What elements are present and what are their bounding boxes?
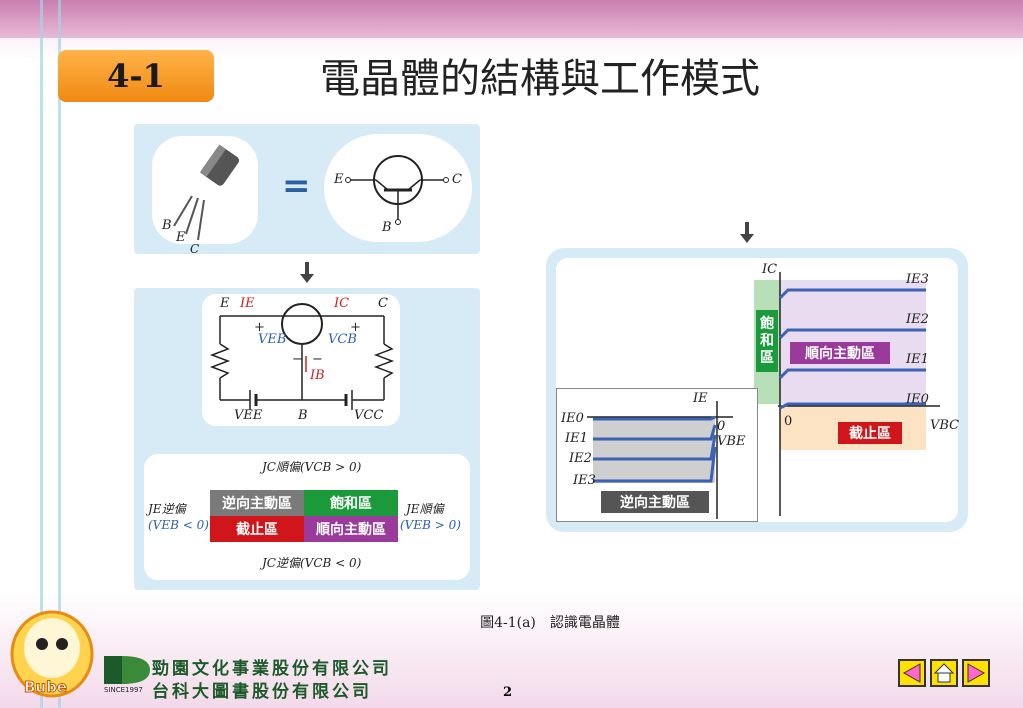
ic-axis-label: IC <box>762 262 778 277</box>
decor-line <box>40 0 43 708</box>
emitter-label: E <box>334 172 344 187</box>
zone-reverse-active: 逆向主動區 <box>210 490 304 516</box>
collector-label: C <box>452 172 462 187</box>
inset-region <box>593 417 715 483</box>
ic-label: IC <box>334 296 350 311</box>
je-reverse-label: JE逆偏 <box>148 502 186 516</box>
curve-ie3-label: IE3 <box>906 272 929 287</box>
vcc-label: VCC <box>354 408 384 423</box>
equals-sign: = <box>282 166 311 206</box>
top-bar <box>0 0 1023 38</box>
company-logo-icon <box>104 656 150 684</box>
characteristic-curves <box>778 272 940 516</box>
circuit-panel: E IE IC C VEB VCB + + − − IB VEE B VCC J… <box>134 288 480 590</box>
package-card: B E C <box>152 136 258 256</box>
mascot-label: Bube <box>23 678 68 697</box>
curve-ie1-label: IE1 <box>906 352 929 367</box>
prev-button[interactable] <box>898 659 926 687</box>
veb-label: VEB <box>258 332 287 347</box>
chart-panel: IC VBC 0 IE3 IE2 IE1 IE0 飽 和 區 順向主動區 截止區… <box>546 248 968 532</box>
circuit-e-label: E <box>220 296 230 311</box>
circuit-c-label: C <box>378 296 388 311</box>
base-label: B <box>382 220 392 235</box>
inset-ie0-label: IE0 <box>561 411 584 426</box>
ie-axis-label: IE <box>693 391 708 406</box>
plus-sign: + <box>350 320 361 335</box>
veb-pos-label: (VEB > 0) <box>400 518 461 532</box>
decor-line <box>58 0 61 708</box>
home-icon <box>933 663 955 683</box>
curve-ie2-label: IE2 <box>906 312 929 327</box>
chart-card: IC VBC 0 IE3 IE2 IE1 IE0 飽 和 區 順向主動區 截止區… <box>556 258 960 522</box>
page-title: 電晶體的結構與工作模式 <box>320 56 760 102</box>
minus-sign: − <box>312 352 323 367</box>
pnp-symbol-icon <box>345 155 449 225</box>
mascot: Bube <box>6 602 98 702</box>
jc-forward-label: JC順偏(VCB > 0) <box>262 460 362 474</box>
prev-arrow-icon <box>902 663 921 683</box>
circuit-card: E IE IC C VEB VCB + + − − IB VEE B VCC <box>202 294 400 426</box>
page-number: 2 <box>503 685 513 700</box>
je-forward-label: JE順偏 <box>406 502 444 516</box>
down-arrow-icon <box>740 222 754 243</box>
figure-caption: 圖4-1(a) 認識電晶體 <box>480 615 620 631</box>
bias-circuit-diagram <box>209 303 395 410</box>
section-badge: 4-1 <box>58 50 214 102</box>
inset-zone-label: 逆向主動區 <box>601 491 709 513</box>
zone-saturation: 飽和區 <box>304 490 398 516</box>
lead-b-label: B <box>162 218 172 233</box>
minus-sign: − <box>292 352 303 367</box>
plus-sign: + <box>254 320 265 335</box>
saturation-zone-label: 飽 和 區 <box>756 310 778 372</box>
inset-curves <box>587 401 733 519</box>
zone-cutoff: 截止區 <box>210 516 304 542</box>
down-arrow-icon <box>300 262 314 283</box>
veb-neg-label: (VEB < 0) <box>148 518 209 532</box>
vcb-label: VCB <box>328 332 357 347</box>
inset-ie2-label: IE2 <box>569 451 592 466</box>
cutoff-zone-label: 截止區 <box>838 422 902 444</box>
forward-active-zone-label: 順向主動區 <box>790 342 890 364</box>
zone-forward-active: 順向主動區 <box>304 516 398 542</box>
home-button[interactable] <box>930 659 958 687</box>
next-button[interactable] <box>962 659 990 687</box>
bube-mascot-icon <box>10 610 94 698</box>
next-arrow-icon <box>967 663 986 683</box>
jc-reverse-label: JC逆偏(VCB < 0) <box>262 556 362 570</box>
ib-label: IB <box>310 368 325 383</box>
origin-label: 0 <box>784 414 793 429</box>
company-name-1: 勁園文化事業股份有限公司 <box>152 659 392 679</box>
mode-card: JC順偏(VCB > 0) JE逆偏 (VEB < 0) 逆向主動區 飽和區 截… <box>144 454 470 580</box>
since-label: SINCE1997 <box>104 686 143 694</box>
inset-ie3-label: IE3 <box>573 473 596 488</box>
inset-ie1-label: IE1 <box>565 431 588 446</box>
vee-label: VEE <box>234 408 263 423</box>
company-name-2: 台科大圖書股份有限公司 <box>152 682 372 702</box>
transistor-package-icon <box>173 144 240 241</box>
symbol-card: E C B <box>324 134 472 242</box>
symbol-panel: B E C = E C B <box>134 124 480 256</box>
vbc-axis-label: VBC <box>930 418 960 433</box>
inset-chart: IE 0 VBE IE0 IE1 IE2 IE3 逆向主動區 <box>556 388 758 522</box>
ie-label: IE <box>240 296 255 311</box>
circuit-b-label: B <box>298 408 308 423</box>
lead-c-label: C <box>190 242 200 256</box>
curve-ie0-label: IE0 <box>906 392 929 407</box>
vbe-axis-label: 0 VBE <box>717 419 746 449</box>
lead-e-label: E <box>176 230 186 245</box>
